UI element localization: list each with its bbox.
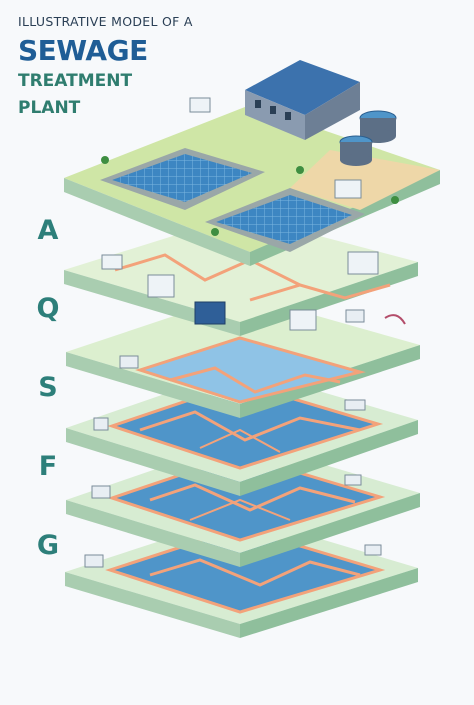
building-icon (345, 309, 365, 323)
building-icon (91, 485, 111, 499)
building-icon (194, 301, 226, 325)
layer-label-q: Q (36, 293, 60, 324)
tree-icon (296, 166, 304, 174)
building-icon (344, 399, 366, 411)
tree-icon (211, 228, 219, 236)
building-icon (344, 474, 362, 486)
basin-right (216, 195, 352, 244)
layer-label-a: A (37, 215, 59, 246)
building-icon (84, 554, 104, 568)
tree-icon (101, 156, 109, 164)
title-line-1: ILLUSTRATIVE MODEL OF A (18, 14, 193, 29)
title-line-4: PLANT (18, 98, 81, 118)
building-icon (147, 274, 175, 298)
title-line-2: SEWAGE (18, 34, 148, 67)
layer-5 (65, 515, 418, 638)
building-icon (347, 251, 379, 275)
layer-2 (66, 294, 420, 418)
layer-3 (66, 368, 418, 496)
building-icon (289, 309, 317, 331)
building-icon (334, 179, 362, 199)
basin-left (112, 154, 252, 202)
top-surface-layer (64, 60, 440, 266)
title-line-3: TREATMENT (18, 71, 133, 91)
tree-icon (391, 196, 399, 204)
layer-label-s: S (38, 372, 58, 403)
main-building-roof (245, 60, 360, 115)
layer-label-g: G (36, 530, 60, 561)
layer-1 (64, 215, 418, 336)
layer-label-f: F (38, 451, 58, 482)
tank-icon (93, 417, 109, 431)
building-icon (101, 254, 123, 270)
building-icon (189, 97, 211, 113)
building-icon (364, 544, 382, 556)
building-icon (119, 355, 139, 369)
